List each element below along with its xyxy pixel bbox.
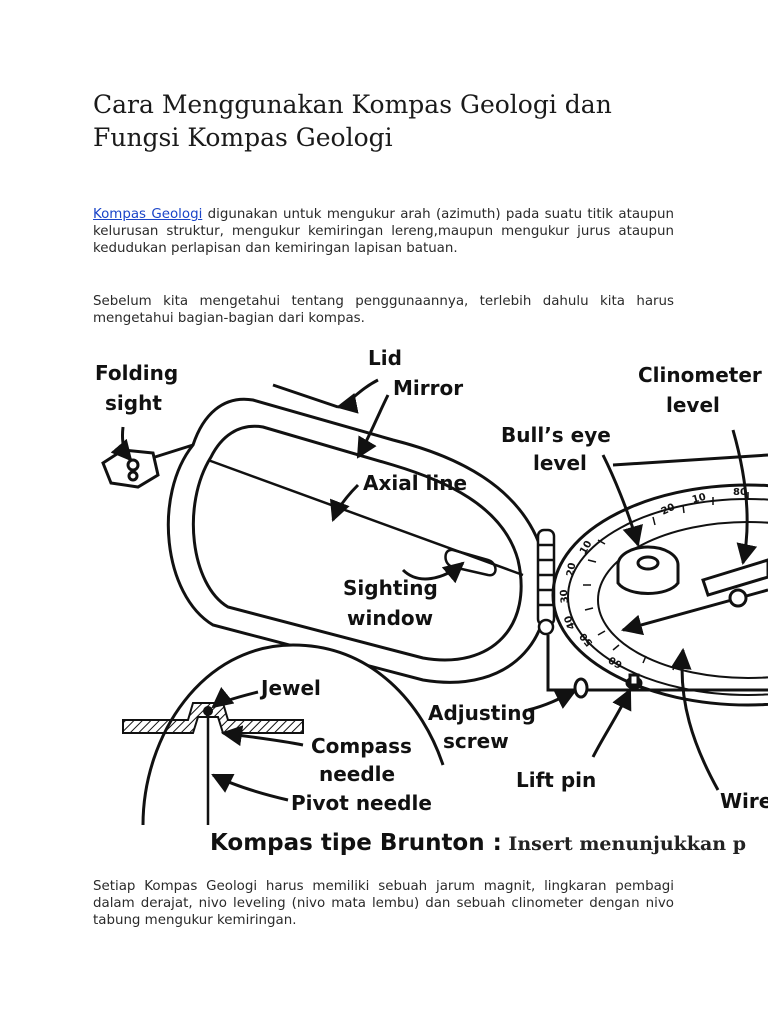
parts-intro-paragraph: Sebelum kita mengetahui tentang pengguna… [93, 294, 674, 326]
clinometer-label-2: level [666, 393, 720, 417]
intro-paragraph: Kompas Geologi digunakan untuk mengukur … [93, 206, 674, 257]
brunton-compass-diagram: 10 20 30 40 50 60 80 10 20 [95, 346, 768, 825]
label-arrows [110, 378, 758, 802]
compass-body-drawing [546, 453, 768, 707]
compass-needle-label-1: Compass [311, 734, 412, 758]
scale-number: 40 [563, 614, 578, 631]
jewel-label: Jewel [259, 676, 321, 700]
scale-number: 10 [578, 539, 595, 557]
intro-paragraph-text: digunakan untuk mengukur arah (azimuth) … [93, 207, 675, 256]
lid-drawing [166, 383, 549, 684]
lid-label: Lid [368, 346, 402, 370]
sighting-window-label-1: Sighting [343, 576, 438, 600]
adjusting-screw-label-1: Adjusting [428, 701, 536, 725]
bulls-eye-label-2: level [533, 451, 587, 475]
scale-number: 20 [660, 502, 677, 518]
figure-caption: Kompas tipe Brunton : Insert menunjukkan… [210, 830, 768, 856]
brunton-compass-figure: 10 20 30 40 50 60 80 10 20 [93, 345, 768, 825]
title-line-1: Cara Menggunakan Kompas Geologi dan [93, 90, 612, 119]
wire-label: Wire [720, 789, 768, 813]
caption-text: Insert menunjukkan p [501, 833, 746, 855]
lift-pin-label: Lift pin [516, 768, 596, 792]
sighting-window-label-2: window [347, 606, 433, 630]
labels: Folding sight Lid Mirror Axial line Sigh… [95, 346, 768, 815]
caption-title: Kompas tipe Brunton : [210, 830, 502, 856]
clinometer-label-1: Clinometer [638, 363, 762, 387]
scale-number: 80 [733, 487, 747, 498]
title-line-2: Fungsi Kompas Geologi [93, 123, 393, 152]
mirror-label: Mirror [393, 376, 463, 400]
requirements-paragraph: Setiap Kompas Geologi harus memiliki seb… [93, 879, 674, 928]
folding-sight-label-1: Folding [95, 361, 178, 385]
bulls-eye-label-1: Bull’s eye [501, 423, 611, 447]
scale-number: 10 [691, 492, 707, 506]
scale-number: 20 [565, 562, 578, 578]
page-title: Cara Menggunakan Kompas Geologi dan Fung… [93, 88, 693, 154]
adjusting-screw-label-2: screw [443, 729, 509, 753]
hinge-drawing [536, 528, 556, 636]
folding-sight-label-2: sight [105, 391, 162, 415]
axial-line-label: Axial line [363, 471, 467, 495]
compass-needle-label-2: needle [319, 762, 395, 786]
kompas-geologi-link[interactable]: Kompas Geologi [93, 207, 203, 222]
pivot-needle-label: Pivot needle [291, 791, 432, 815]
scale-number: 30 [559, 589, 571, 604]
